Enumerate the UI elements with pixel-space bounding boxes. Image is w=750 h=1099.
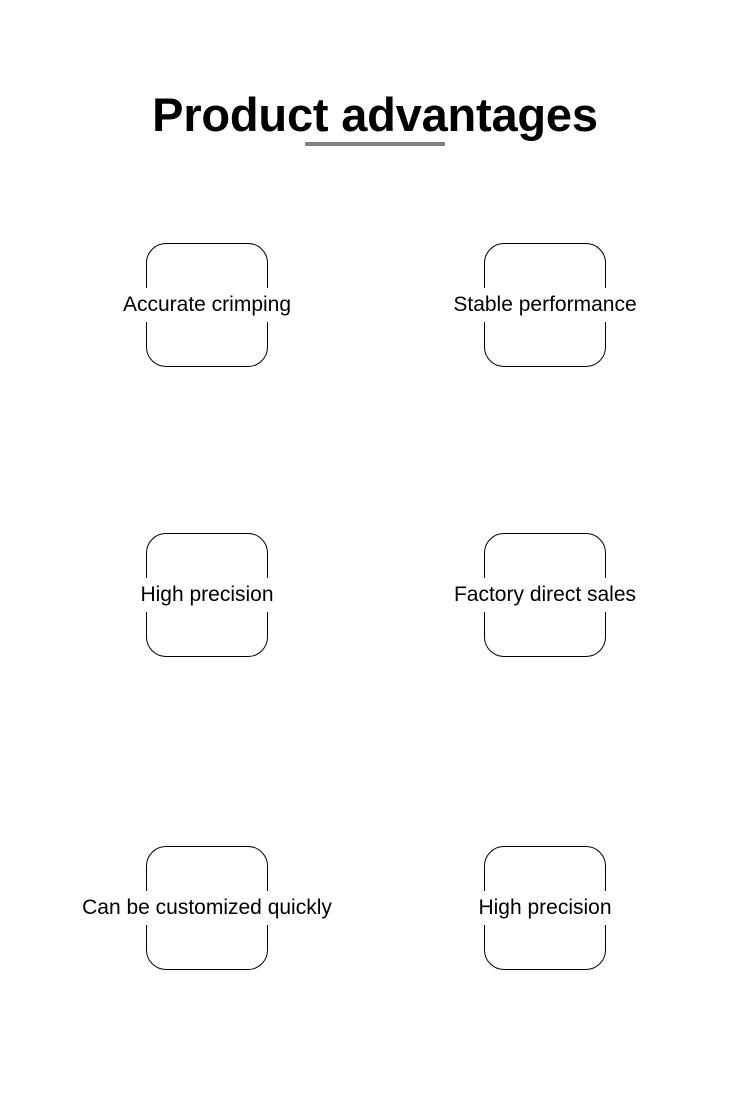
advantage-label: Accurate crimping [116, 288, 298, 322]
advantage-item-can-be-customized-quickly[interactable]: Can be customized quickly [76, 846, 338, 970]
advantage-label: Can be customized quickly [76, 891, 338, 925]
advantage-label: High precision [134, 578, 280, 612]
advantage-label: High precision [472, 891, 618, 925]
advantage-label: Stable performance [447, 288, 643, 322]
advantage-item-high-precision-2[interactable]: High precision [472, 846, 618, 970]
advantage-label: Factory direct sales [447, 578, 643, 612]
advantage-item-factory-direct-sales[interactable]: Factory direct sales [447, 533, 643, 657]
title-divider-rule [305, 142, 445, 146]
advantage-item-high-precision[interactable]: High precision [134, 533, 280, 657]
page-title: Product advantages [152, 88, 598, 142]
advantage-item-accurate-crimping[interactable]: Accurate crimping [116, 243, 298, 367]
advantage-item-stable-performance[interactable]: Stable performance [447, 243, 643, 367]
